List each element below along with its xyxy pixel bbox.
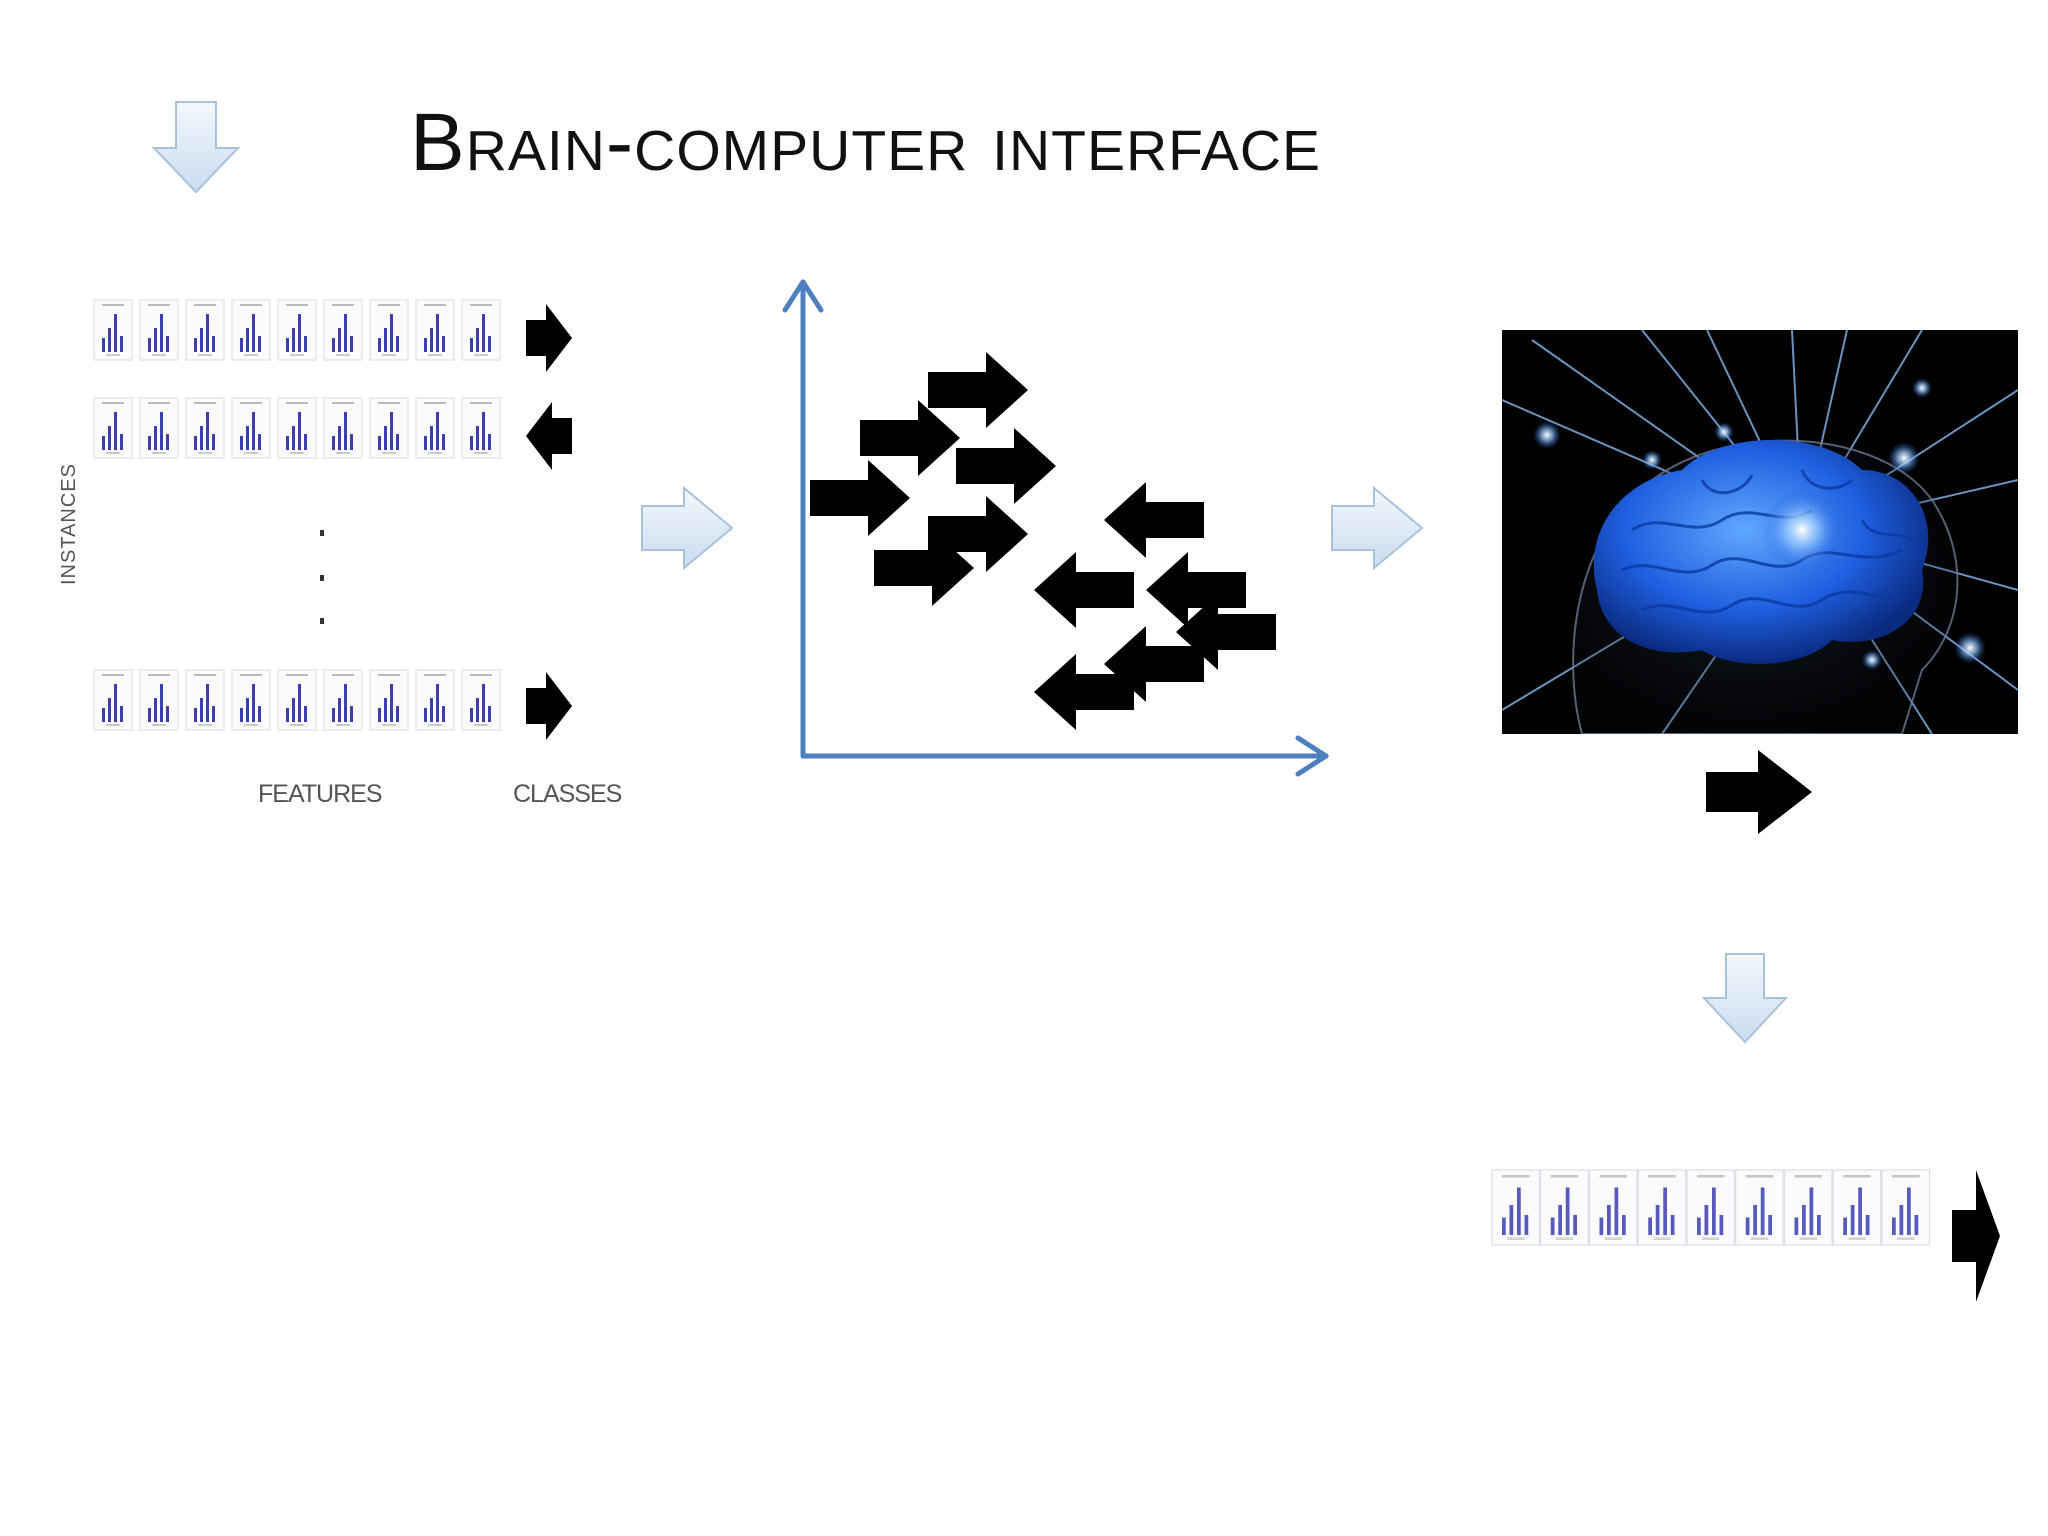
dataset-row [93, 397, 501, 459]
right-arrow-icon [1706, 750, 1812, 834]
left-arrow-icon [1034, 552, 1134, 628]
right-arrow-icon [526, 672, 572, 740]
left-arrow-icon [1104, 482, 1204, 558]
right-arrow-icon [1331, 485, 1424, 571]
right-arrow-icon [956, 428, 1056, 504]
slide-title: Brain-computer interface [410, 97, 1322, 188]
ellipsis-dot [320, 575, 324, 581]
features-label: FEATURES [258, 780, 382, 808]
brain-image [1502, 330, 2018, 734]
right-arrow-icon [641, 485, 734, 571]
classes-label: CLASSES [513, 780, 622, 808]
ellipsis-dot [320, 618, 324, 624]
dataset-row [93, 299, 501, 361]
ellipsis-dot [320, 530, 324, 536]
right-arrow-icon [526, 304, 572, 372]
right-arrow-icon [860, 400, 960, 476]
right-arrow-icon [928, 352, 1028, 428]
right-arrow-icon [1952, 1170, 2000, 1302]
new-instance-row [1491, 1169, 1931, 1246]
down-arrow-icon [151, 101, 241, 194]
left-arrow-icon [526, 402, 572, 470]
right-arrow-icon [810, 460, 910, 536]
brain-illustration [1502, 330, 2018, 734]
scatter-axes [782, 279, 1329, 777]
dataset-row [93, 669, 501, 731]
down-arrow-icon [1701, 953, 1789, 1044]
